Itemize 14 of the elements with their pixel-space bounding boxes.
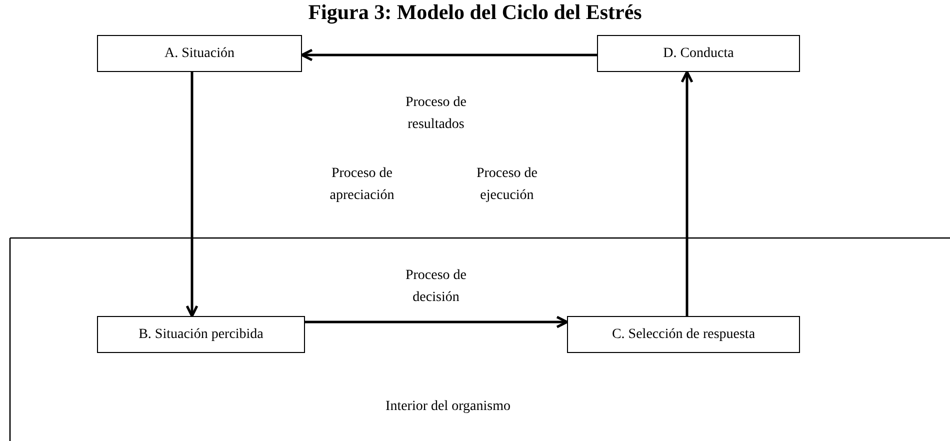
note-text: Interior del organismo (384, 398, 512, 416)
note-text: Proceso de decisión (404, 267, 468, 307)
note-text: Proceso de ejecución (475, 165, 539, 205)
note-text: Proceso de resultados (404, 94, 468, 134)
arrow (680, 70, 694, 316)
process-box: A. Situación (97, 35, 302, 72)
title: Figura 3: Modelo del Ciclo del Estrés (307, 0, 643, 25)
process-box: B. Situación percibida (97, 316, 305, 353)
arrow (186, 72, 198, 318)
arrow (300, 48, 597, 62)
process-box: D. Conducta (597, 35, 800, 72)
process-box: C. Selección de respuesta (567, 316, 800, 353)
note-text: Proceso de apreciación (328, 165, 396, 205)
arrow (305, 316, 568, 328)
